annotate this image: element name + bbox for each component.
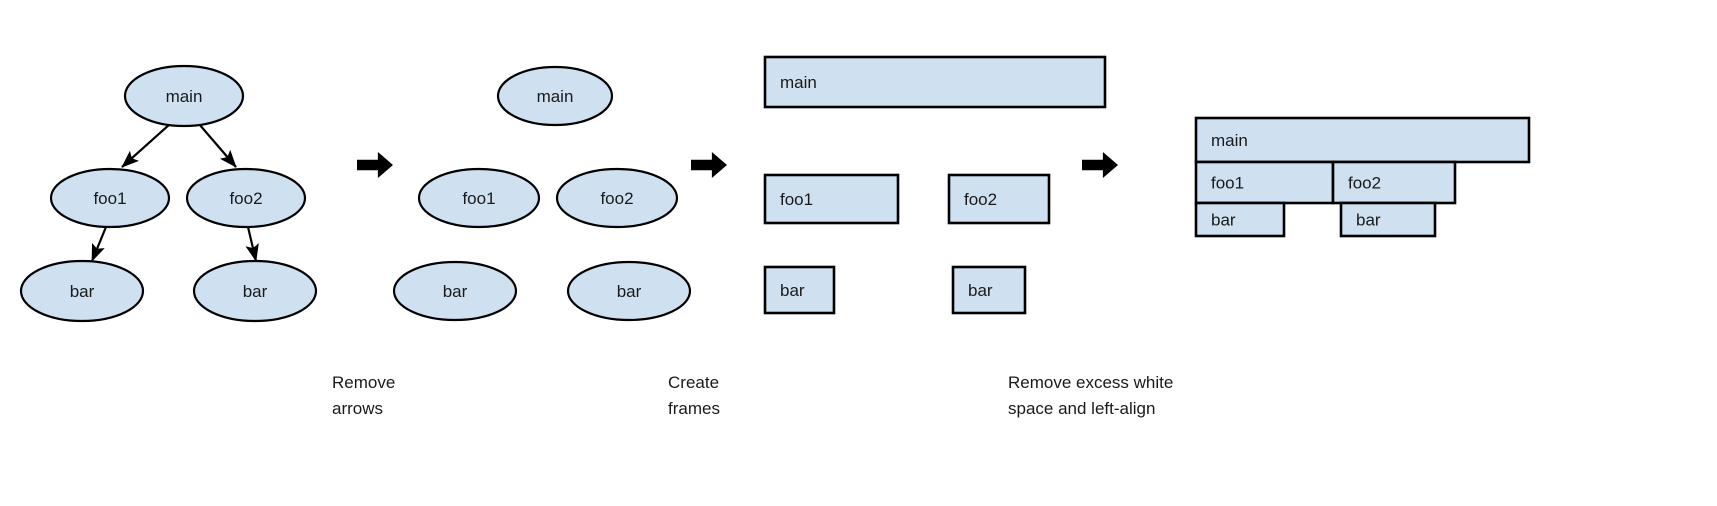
node-ellipse	[19, 259, 145, 323]
frame-box-bar[interactable]: bar	[951, 265, 1027, 315]
frame-box-foo1[interactable]: foo1	[763, 173, 900, 225]
right-arrow-icon-arrow-3	[1082, 152, 1118, 178]
frame-label: main	[1211, 131, 1248, 150]
frame-label: foo1	[1211, 174, 1244, 193]
frame-box-bar[interactable]: bar	[763, 265, 836, 315]
graph-node-bar[interactable]: bar	[19, 259, 145, 323]
panel-panel-3-frames: main foo1 foo2 bar bar	[763, 55, 1107, 315]
step-caption-caption-remove-arrows: Remove arrows	[332, 373, 395, 418]
frame-rect	[763, 55, 1107, 109]
graph-node-foo2[interactable]: foo2	[185, 167, 307, 229]
caption-line: Remove excess white	[1008, 373, 1173, 392]
node-label: bar	[70, 282, 95, 301]
frame-label: main	[780, 73, 817, 92]
frame-rect	[763, 265, 836, 315]
call-edge-e1-foo2-bar2	[245, 226, 259, 262]
node-ellipse	[392, 260, 518, 322]
node-ellipse	[185, 167, 307, 229]
frame-rect	[951, 265, 1027, 315]
node-label: foo1	[462, 189, 495, 208]
frame-rect	[763, 173, 900, 225]
frame-box-main[interactable]: main	[763, 55, 1107, 109]
caption-line: arrows	[332, 399, 383, 418]
node-label: main	[537, 87, 574, 106]
node-ellipse	[417, 167, 541, 229]
node-ellipse	[123, 64, 245, 128]
graph-node-bar[interactable]: bar	[566, 260, 692, 322]
node-ellipse	[566, 260, 692, 322]
node-ellipse	[496, 65, 614, 127]
graph-node-bar[interactable]: bar	[192, 259, 318, 323]
graph-node-main[interactable]: main	[496, 65, 614, 127]
node-ellipse	[192, 259, 318, 323]
right-arrow-icon-arrow-1	[357, 152, 393, 178]
step-caption-caption-remove-whitespace: Remove excess white space and left-align	[1008, 373, 1173, 418]
node-label: bar	[617, 282, 642, 301]
frame-box-foo1[interactable]: foo1	[1194, 160, 1335, 205]
frame-label: bar	[780, 281, 805, 300]
graph-node-foo2[interactable]: foo2	[555, 167, 679, 229]
frame-label: foo1	[780, 190, 813, 209]
frame-label: bar	[1356, 211, 1381, 230]
frame-rect	[1194, 116, 1531, 164]
panel-panel-4-flamegraph: main foo1 foo2 bar bar	[1194, 116, 1531, 238]
panel-panel-2-no-arrows: main foo1 foo2 bar bar	[392, 65, 692, 322]
frame-rect	[1331, 160, 1457, 205]
right-arrow-icon-arrow-2	[691, 152, 727, 178]
graph-node-bar[interactable]: bar	[392, 260, 518, 322]
call-edge-e1-main-foo2	[198, 123, 237, 168]
node-label: main	[166, 87, 203, 106]
node-label: bar	[443, 282, 468, 301]
call-edge-e1-foo1-bar1	[90, 226, 108, 262]
node-ellipse	[49, 167, 171, 229]
frame-label: bar	[1211, 211, 1236, 230]
node-label: bar	[243, 282, 268, 301]
node-ellipse	[555, 167, 679, 229]
frame-label: foo2	[964, 190, 997, 209]
frame-box-main[interactable]: main	[1194, 116, 1531, 164]
graph-node-foo1[interactable]: foo1	[417, 167, 541, 229]
call-edge-e1-main-foo1	[121, 123, 171, 168]
frame-rect	[947, 173, 1051, 225]
caption-line: space and left-align	[1008, 399, 1155, 418]
frame-label: foo2	[1348, 174, 1381, 193]
frame-box-foo2[interactable]: foo2	[947, 173, 1051, 225]
graph-node-main[interactable]: main	[123, 64, 245, 128]
panel-panel-1-call-graph: main foo1 foo2 bar bar	[19, 64, 318, 323]
node-label: foo2	[229, 189, 262, 208]
caption-line: frames	[668, 399, 720, 418]
frame-rect	[1339, 201, 1437, 238]
node-label: foo2	[600, 189, 633, 208]
frame-box-foo2[interactable]: foo2	[1331, 160, 1457, 205]
frame-rect	[1194, 201, 1286, 238]
caption-line: Create	[668, 373, 719, 392]
frame-label: bar	[968, 281, 993, 300]
frame-box-bar[interactable]: bar	[1194, 201, 1286, 238]
caption-line: Remove	[332, 373, 395, 392]
step-caption-caption-create-frames: Create frames	[668, 373, 720, 418]
node-label: foo1	[93, 189, 126, 208]
graph-node-foo1[interactable]: foo1	[49, 167, 171, 229]
frame-box-bar[interactable]: bar	[1339, 201, 1437, 238]
